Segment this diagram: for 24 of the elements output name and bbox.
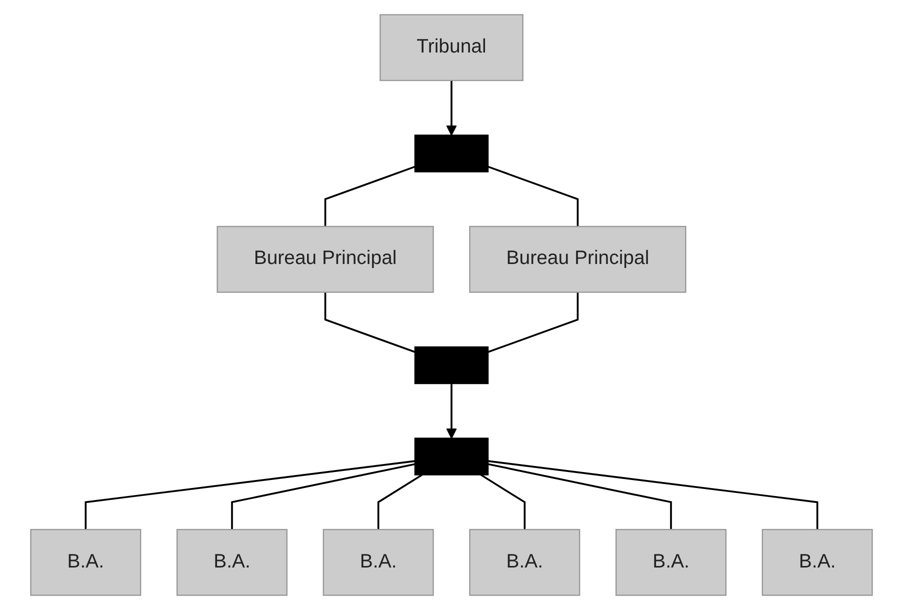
connector	[324, 166, 416, 226]
connector	[377, 474, 423, 530]
node-box: B.A.	[322, 528, 434, 596]
connector	[480, 474, 526, 530]
connector	[231, 463, 416, 530]
connector	[488, 463, 672, 530]
node-box: Tribunal	[380, 14, 524, 82]
node-bar	[414, 346, 489, 384]
node-box: B.A.	[615, 528, 727, 596]
node-bar	[414, 134, 489, 172]
arrow	[446, 80, 457, 136]
connector	[488, 166, 579, 226]
node-box: Bureau Principal	[216, 226, 434, 293]
connector	[488, 292, 579, 353]
node-box: B.A.	[469, 528, 580, 596]
node-box: B.A.	[762, 528, 873, 596]
connector	[84, 460, 416, 530]
connector	[488, 460, 818, 530]
node-box: B.A.	[176, 528, 288, 596]
node-bar	[414, 438, 489, 476]
node-box: Bureau Principal	[469, 226, 686, 293]
arrow	[446, 384, 457, 439]
node-box: B.A.	[30, 528, 142, 596]
connector	[324, 292, 416, 353]
